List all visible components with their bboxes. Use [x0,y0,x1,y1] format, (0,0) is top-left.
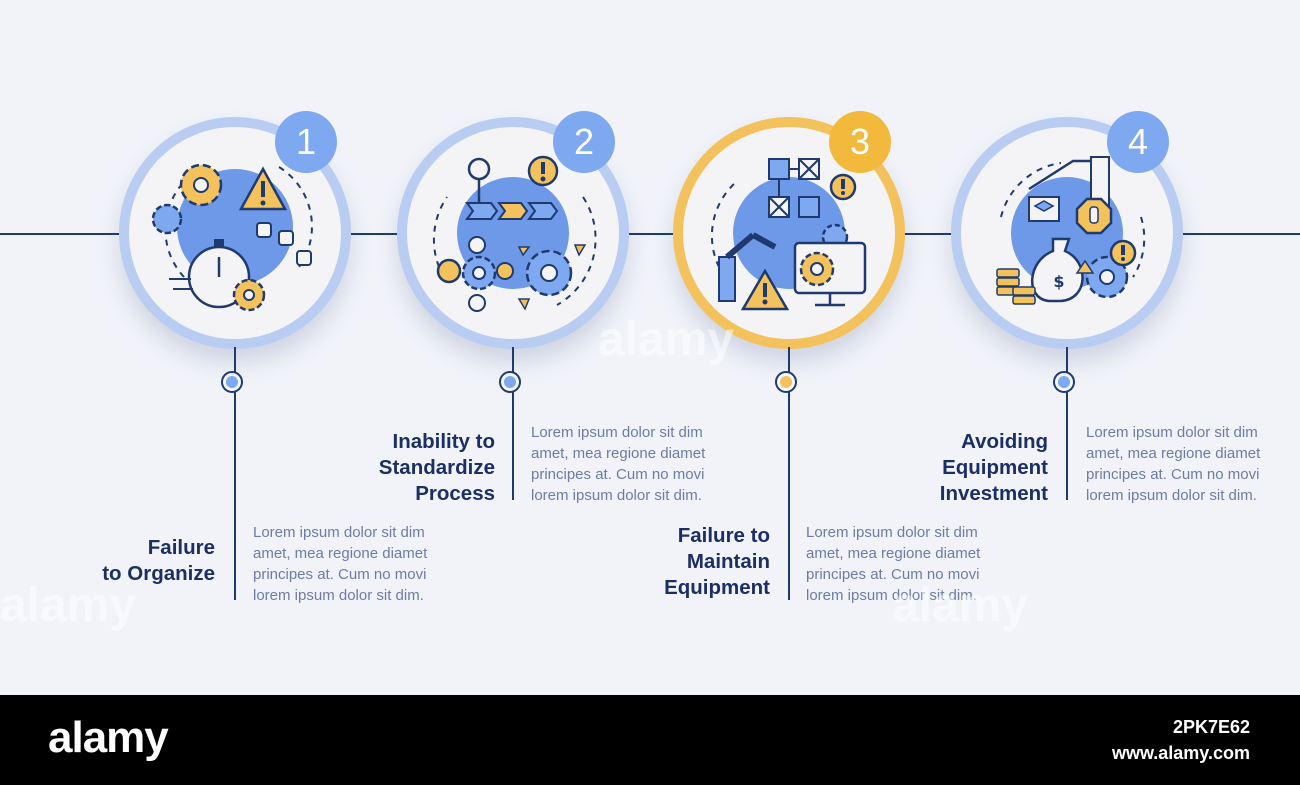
connector-line [512,347,514,500]
process-flow-gears-icon [432,155,597,312]
timeline-marker [1053,371,1075,393]
step-title: Failure to Maintain Equipment [664,524,770,599]
watermark-footer: alamy 2PK7E62 www.alamy.com [0,695,1300,785]
watermark: alamy [0,579,137,632]
timeline-marker [221,371,243,393]
site-url: www.alamy.com [1111,743,1250,763]
connector-line [788,347,790,600]
step-title: Inability to Standardize Process [378,430,495,505]
step-number-badge: 4 [1107,111,1169,173]
gears-warning-stopwatch-icon [151,163,313,312]
machinery-maintenance-icon [710,158,867,311]
alamy-logo: alamy [48,713,169,762]
step-description: Lorem ipsum dolor sit dim amet, mea regi… [253,524,428,604]
investment-money-bag-icon: $ [996,156,1146,305]
step-number-badge: 1 [275,111,337,173]
connector-line [1066,347,1068,500]
watermark: alamy [598,313,735,366]
step-4: $ 4 Avoiding Equipment [932,0,1260,695]
timeline-marker [499,371,521,393]
step-description: Lorem ipsum dolor sit dim amet, mea regi… [806,524,981,604]
svg-text:$: $ [1053,272,1064,291]
timeline-marker [775,371,797,393]
step-title: Failure to Organize [102,536,215,585]
step-description: Lorem ipsum dolor sit dim amet, mea regi… [1086,424,1261,504]
step-2: 2 Inability to Standardize Process Lorem… [378,0,705,695]
infographic: 1 Failure to Organize Lorem ipsum dolor … [0,0,1300,695]
step-1: 1 Failure to Organize Lorem ipsum dolor … [100,0,427,695]
step-number-badge: 3 [829,111,891,173]
timeline-line [0,233,1300,235]
watermark: alamy [892,579,1029,632]
image-id: 2PK7E62 [1172,717,1250,737]
step-description: Lorem ipsum dolor sit dim amet, mea regi… [531,424,706,504]
step-number-badge: 2 [553,111,615,173]
step-3: 3 Failure to Maintain Equipment Lorem ip… [654,0,980,695]
connector-line [234,347,236,600]
step-title: Avoiding Equipment Investment [939,430,1048,505]
